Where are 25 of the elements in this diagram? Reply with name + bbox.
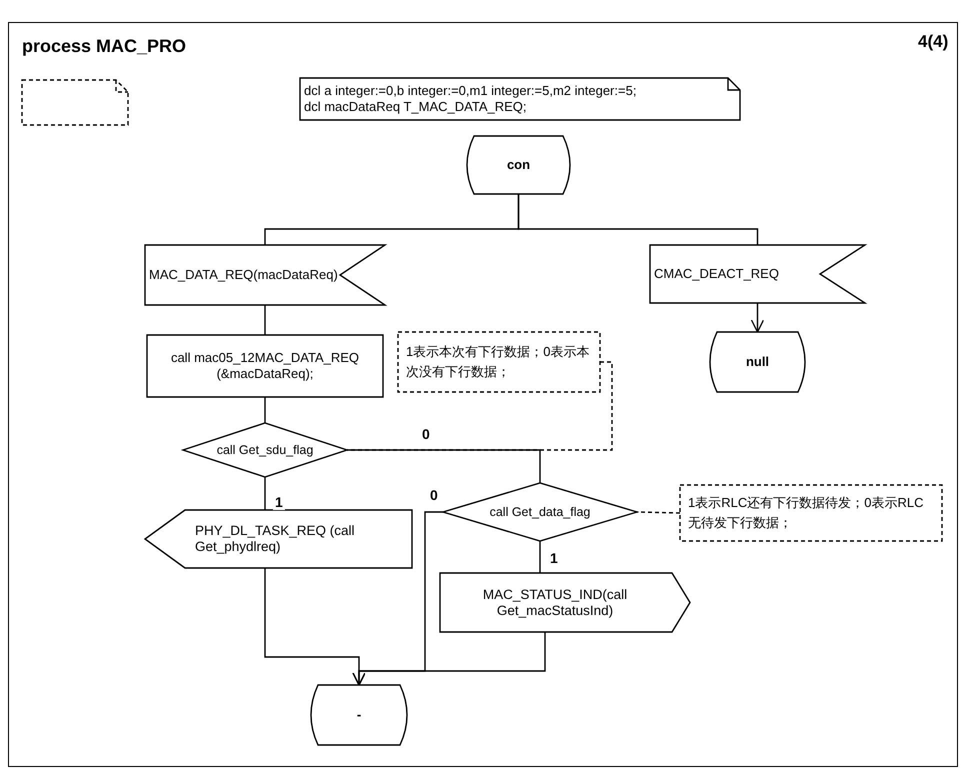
output-signal-box: MAC_STATUS_IND(call Get_macStatusInd) — [440, 573, 690, 632]
input-signal-box: MAC_DATA_REQ(macDataReq) — [145, 245, 385, 305]
edge-label: 1 — [548, 550, 560, 566]
declaration-box: dcl a integer:=0,b integer:=0,m1 integer:=5,m2 integer:=5; dcl macDataReq T_MAC_DATA_REQ; — [300, 78, 740, 120]
edge-label: 0 — [420, 426, 432, 442]
flow-line — [347, 449, 541, 483]
decision-diamond: call Get_data_flag — [443, 483, 637, 541]
edge-label: 0 — [428, 487, 440, 503]
title: process MAC_PRO — [22, 36, 186, 57]
output-signal-box: PHY_DL_TASK_REQ (call Get_phydlreq) — [145, 510, 412, 568]
comment-box: 1表示本次有下行数据；0表示本次没有下行数据； — [398, 332, 600, 392]
decision-diamond: call Get_sdu_flag — [183, 423, 347, 477]
arrow — [750, 303, 764, 333]
flow-line — [264, 397, 266, 423]
flow-line — [539, 541, 541, 573]
text-symbol — [22, 80, 128, 125]
flow-line — [264, 477, 266, 510]
task-box: call mac05_12MAC_DATA_REQ (&macDataReq); — [147, 335, 383, 397]
comment-box: 1表示RLC还有下行数据待发；0表示RLC无待发下行数据； — [680, 485, 942, 541]
flow-line — [518, 194, 758, 245]
arrow — [352, 632, 546, 686]
edge-label: 1 — [273, 494, 285, 510]
flow-line — [264, 305, 266, 335]
page-number: 4(4) — [918, 32, 948, 52]
input-signal-box: CMAC_DEACT_REQ — [650, 245, 865, 303]
